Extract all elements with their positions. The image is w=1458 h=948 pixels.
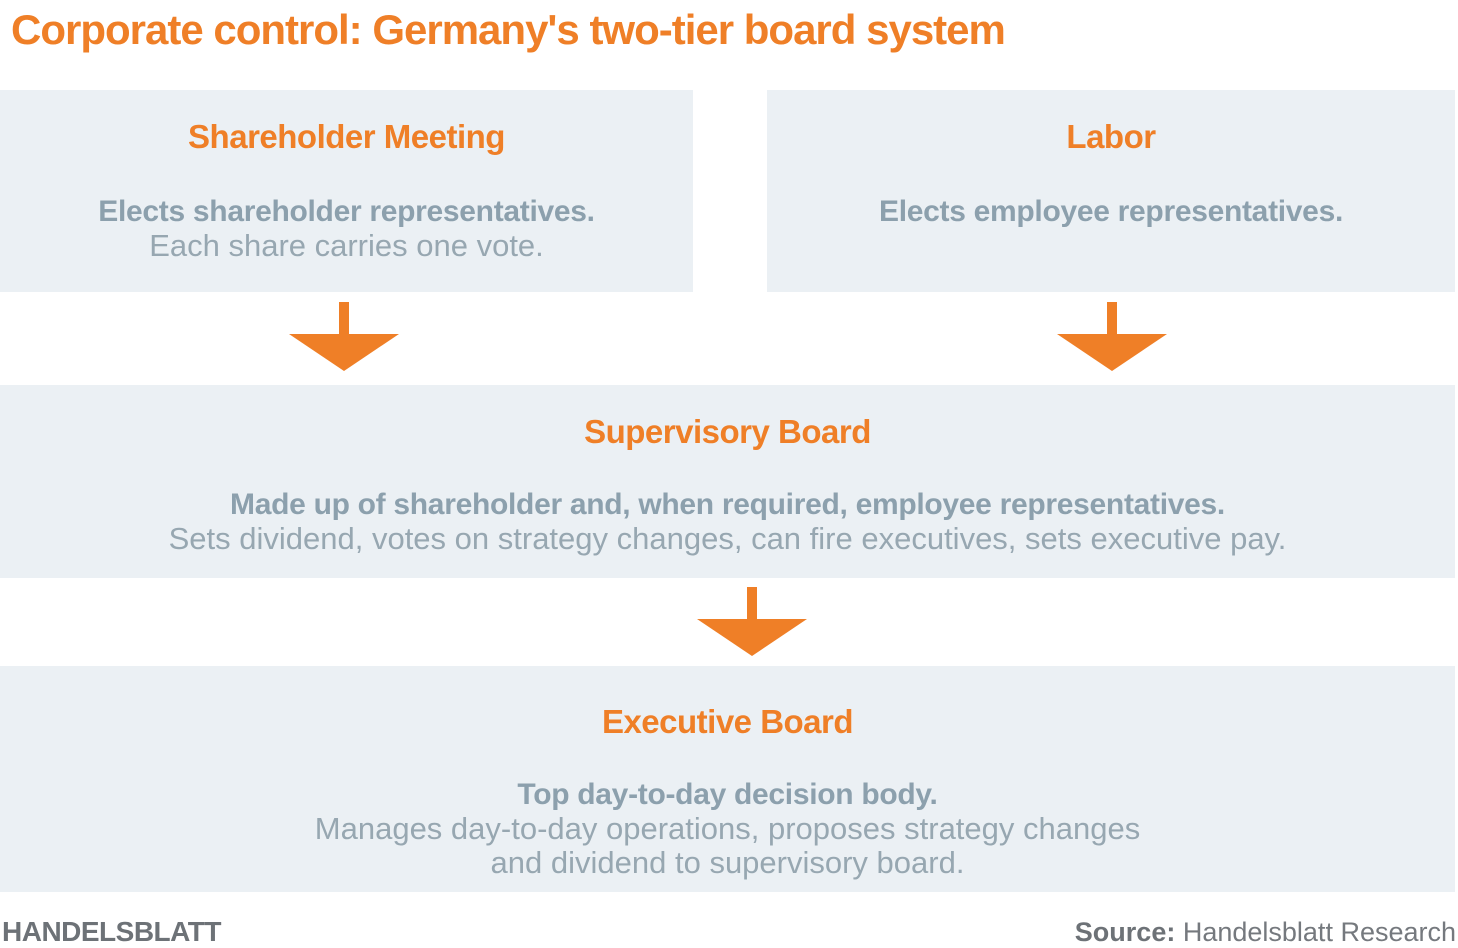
arrow-stem <box>747 587 757 619</box>
executive-board-text-line1: Manages day-to-day operations, proposes … <box>314 811 1141 846</box>
source-credit: Source: Handelsblatt Research <box>1075 917 1456 948</box>
shareholder-meeting-body: Elects shareholder representatives. Each… <box>0 195 693 263</box>
source-label: Source: <box>1074 917 1176 947</box>
supervisory-board-bold-text: Made up of shareholder and, when require… <box>230 488 1225 521</box>
executive-board-bold-text: Top day-to-day decision body. <box>517 778 938 811</box>
labor-heading: Labor <box>1066 118 1156 155</box>
executive-board-text: Manages day-to-day operations, proposes … <box>0 812 1455 880</box>
supervisory-board-body: Made up of shareholder and, when require… <box>0 488 1455 556</box>
supervisory-board-heading: Supervisory Board <box>584 413 871 450</box>
executive-board-heading: Executive Board <box>601 703 854 740</box>
labor-body: Elects employee representatives. <box>767 195 1455 229</box>
box-labor: Labor Elects employee representatives. <box>767 90 1455 292</box>
down-arrow-supervisory <box>697 587 807 656</box>
arrow-head <box>289 334 399 371</box>
box-shareholder-meeting: Shareholder Meeting Elects shareholder r… <box>0 90 693 292</box>
down-arrow-shareholder <box>289 302 399 371</box>
shareholder-meeting-heading: Shareholder Meeting <box>188 118 505 155</box>
brand-logo-text: HANDELSBLATT <box>2 916 222 947</box>
shareholder-meeting-text: Each share carries one vote. <box>149 228 544 263</box>
down-arrow-labor <box>1057 302 1167 371</box>
labor-bold-text: Elects employee representatives. <box>879 195 1343 228</box>
executive-board-body: Top day-to-day decision body. Manages da… <box>0 778 1455 880</box>
page-title: Corporate control: Germany's two-tier bo… <box>11 6 1006 53</box>
executive-board-text-line2: and dividend to supervisory board. <box>490 845 965 880</box>
arrow-head <box>1057 334 1167 371</box>
box-supervisory-board: Supervisory Board Made up of shareholder… <box>0 385 1455 578</box>
arrow-head <box>697 619 807 656</box>
shareholder-meeting-bold-text: Elects shareholder representatives. <box>98 195 595 228</box>
arrow-stem <box>1107 302 1117 334</box>
supervisory-board-text: Sets dividend, votes on strategy changes… <box>168 521 1287 556</box>
box-executive-board: Executive Board Top day-to-day decision … <box>0 666 1455 892</box>
source-value: Handelsblatt Research <box>1182 917 1456 947</box>
arrow-stem <box>339 302 349 334</box>
